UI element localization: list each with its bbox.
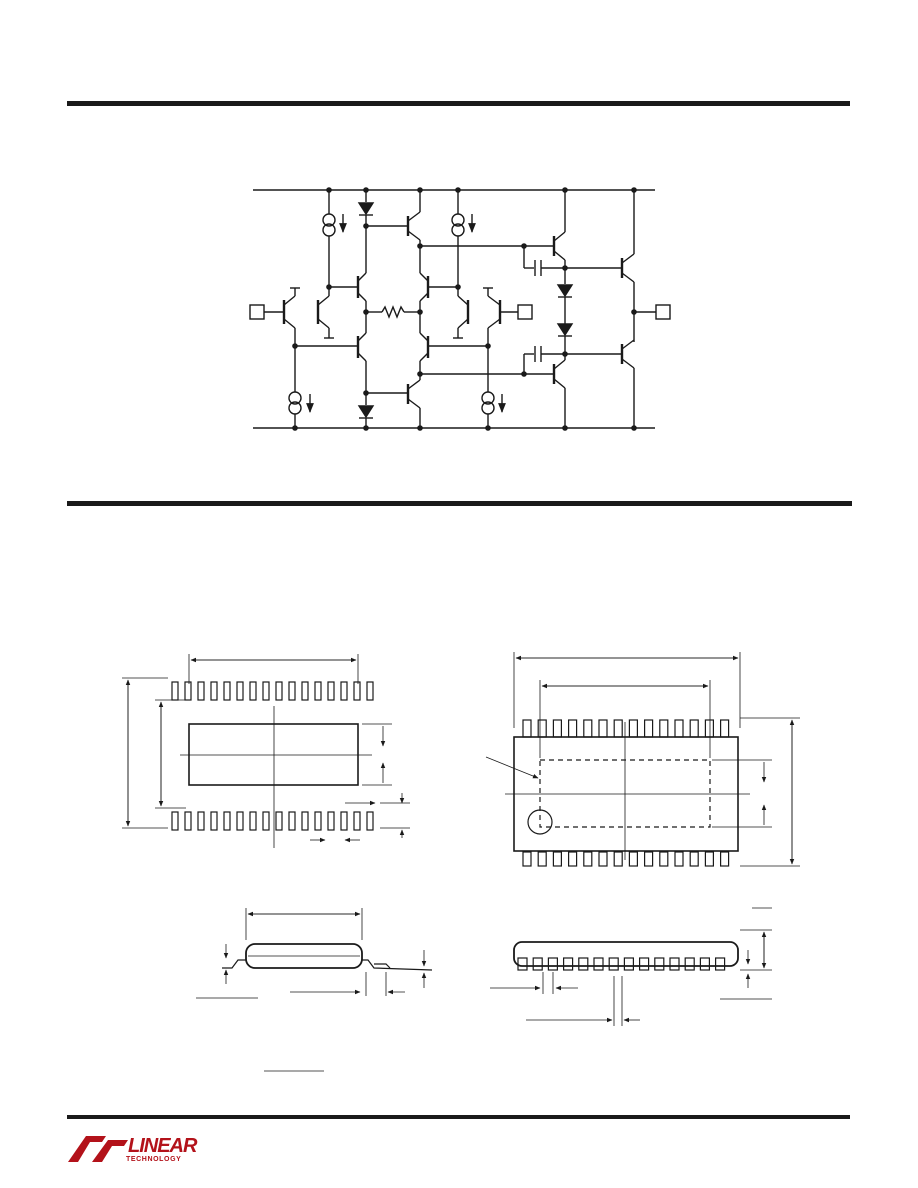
package-pin <box>249 681 257 701</box>
package-pin <box>643 851 654 867</box>
package-pin <box>684 957 695 971</box>
package-pin <box>613 851 623 867</box>
package-pin <box>689 719 699 738</box>
package-pin <box>567 719 578 738</box>
package-pin <box>236 681 244 701</box>
package-pin <box>522 719 532 738</box>
section-rule-bottom <box>67 1115 850 1119</box>
package-pin <box>719 719 730 738</box>
package-top-view-right <box>485 652 800 867</box>
package-pin <box>537 719 547 738</box>
package-pin <box>340 681 348 701</box>
package-pin <box>184 681 192 701</box>
linear-technology-logo: LINEAR TECHNOLOGY <box>64 1128 204 1168</box>
package-pin <box>197 681 205 701</box>
package-pin <box>327 681 335 701</box>
package-pin <box>593 957 604 971</box>
output-terminal <box>655 304 671 320</box>
package-pin <box>583 851 593 867</box>
package-pin <box>552 851 563 867</box>
package-pin <box>223 681 231 701</box>
package-pin <box>598 719 608 738</box>
package-pin <box>659 851 669 867</box>
package-pin <box>719 851 730 867</box>
package-side-view-right <box>490 907 772 1026</box>
package-pin <box>628 851 639 867</box>
package-pin <box>654 957 665 971</box>
package-pin <box>262 811 270 831</box>
section-rule-top <box>67 101 850 106</box>
input-terminal-left <box>249 304 265 320</box>
package-pin <box>171 811 179 831</box>
package-pin <box>275 681 283 701</box>
package-pin <box>275 811 283 831</box>
package-pin <box>704 851 715 867</box>
package-pin <box>288 681 296 701</box>
package-pin <box>288 811 296 831</box>
package-side-view-left <box>196 908 433 1072</box>
package-pin <box>210 681 218 701</box>
package-pin <box>314 681 322 701</box>
package-pin <box>301 811 309 831</box>
package-pin <box>628 719 639 738</box>
package-pin <box>689 851 699 867</box>
package-pin <box>598 851 608 867</box>
lt-logo-mark <box>68 1136 128 1162</box>
package-pin <box>366 681 374 701</box>
package-pin <box>562 957 574 971</box>
package-pin <box>353 811 361 831</box>
package-pin <box>643 719 654 738</box>
input-terminal-right <box>517 304 533 320</box>
package-pin <box>517 957 528 971</box>
package-pin <box>184 811 192 831</box>
package-pin <box>578 957 589 971</box>
package-pin <box>532 957 543 971</box>
section-rule-middle <box>67 501 852 506</box>
package-pin <box>249 811 257 831</box>
package-pin <box>353 681 361 701</box>
package-pin <box>171 681 179 701</box>
package-top-view-left <box>122 654 410 848</box>
logo-wordmark: LINEAR <box>128 1135 197 1157</box>
package-pin <box>327 811 335 831</box>
package-pin <box>669 957 680 971</box>
package-pin <box>314 811 322 831</box>
package-pin <box>674 719 684 738</box>
package-pin <box>613 719 623 738</box>
package-pin <box>301 681 309 701</box>
package-pin <box>236 811 244 831</box>
package-pin <box>583 719 593 738</box>
package-pin <box>659 719 669 738</box>
logo-subtitle: TECHNOLOGY <box>126 1156 182 1163</box>
package-pin <box>638 957 650 971</box>
package-pin <box>366 811 374 831</box>
package-pin <box>210 811 218 831</box>
package-pin <box>704 719 715 738</box>
package-pin <box>537 851 547 867</box>
junction-dots <box>292 187 637 431</box>
package-pin <box>623 957 635 971</box>
package-pin <box>567 851 578 867</box>
package-pin <box>699 957 711 971</box>
simplified-schematic <box>249 187 671 431</box>
package-pin <box>714 957 726 971</box>
package-pin <box>547 957 559 971</box>
package-pin <box>223 811 231 831</box>
package-pin <box>262 681 270 701</box>
package-pin <box>552 719 563 738</box>
package-pin <box>608 957 619 971</box>
package-pin <box>197 811 205 831</box>
package-pin <box>522 851 532 867</box>
package-pin <box>340 811 348 831</box>
package-pin <box>674 851 684 867</box>
